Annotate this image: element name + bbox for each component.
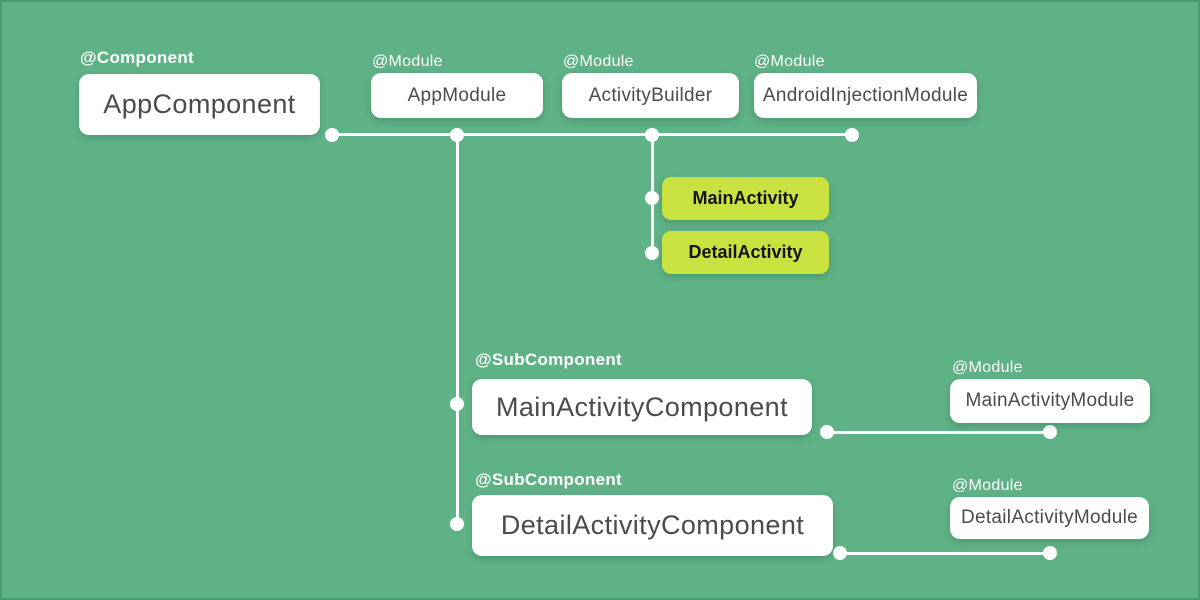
connector-dot <box>325 128 339 142</box>
connector-dot <box>450 517 464 531</box>
node-mainactivity: MainActivity <box>662 177 829 220</box>
annotation-module: @Module <box>563 53 634 70</box>
connector-dot <box>450 128 464 142</box>
node-mainactivitymodule: MainActivityModule <box>950 379 1150 423</box>
node-detailactivitycomponent: DetailActivityComponent <box>472 495 833 556</box>
connector-dot <box>645 246 659 260</box>
node-mainactivitycomponent: MainActivityComponent <box>472 379 812 435</box>
annotation-module: @Module <box>952 477 1023 494</box>
annotation-component: @Component <box>80 48 195 67</box>
connector-detailcomponent-detailmodule <box>840 552 1050 555</box>
connector-dot <box>645 191 659 205</box>
annotation-module: @Module <box>372 53 443 70</box>
connector-dot <box>820 425 834 439</box>
connector-maincomponent-mainmodule <box>827 431 1050 434</box>
annotation-subcomponent: @SubComponent <box>475 470 623 489</box>
node-appmodule: AppModule <box>371 73 543 118</box>
annotation-module: @Module <box>754 53 825 70</box>
node-detailactivity: DetailActivity <box>662 231 829 274</box>
connector-appmodule-subcomponents <box>456 135 459 524</box>
node-androidinjectionmodule: AndroidInjectionModule <box>754 73 977 118</box>
connector-dot <box>1043 546 1057 560</box>
annotation-subcomponent: @SubComponent <box>475 350 623 369</box>
connector-dot <box>1043 425 1057 439</box>
node-detailactivitymodule: DetailActivityModule <box>950 497 1149 539</box>
node-activitybuilder: ActivityBuilder <box>562 73 739 118</box>
connector-appcomponent-modules <box>332 133 852 136</box>
annotation-module: @Module <box>952 359 1023 376</box>
connector-dot <box>833 546 847 560</box>
connector-dot <box>645 128 659 142</box>
node-appcomponent: AppComponent <box>79 74 320 135</box>
connector-dot <box>845 128 859 142</box>
connector-dot <box>450 397 464 411</box>
